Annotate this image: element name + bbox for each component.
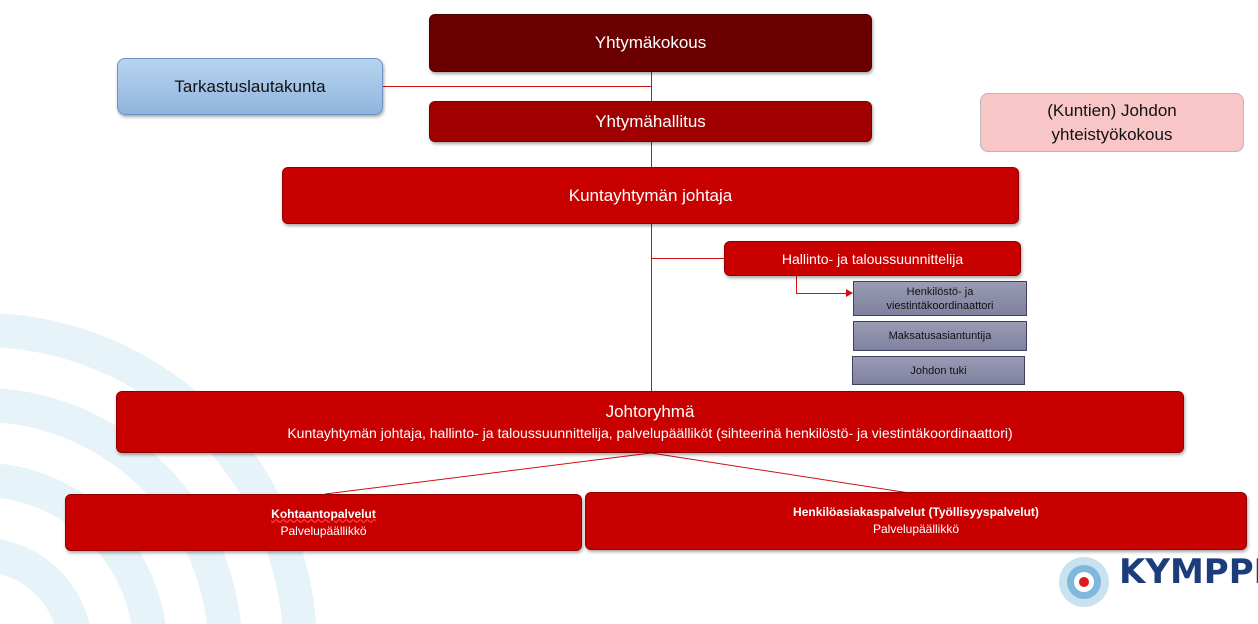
connector-planner [651,258,724,259]
kymppi-logo: KYMPPI [1119,552,1258,592]
arrow-head-icon [846,289,853,297]
connector-to-kohtaanto [324,452,652,495]
johtoryhma-members: Kuntayhtymän johtaja, hallinto- ja talou… [287,425,1013,441]
kohtaanto-role: Palvelupäällikkö [280,523,367,538]
node-johdon-yhteistyokokous: (Kuntien) Johdon yhteistyökokous [980,93,1244,152]
node-henkiloasiakaspalvelut: Henkilöasiakaspalvelut (Työllisyyspalvel… [585,492,1247,550]
node-johdon-tuki: Johdon tuki [852,356,1025,385]
node-yhtymahallitus: Yhtymähallitus [429,101,872,142]
connector-planner-down [796,276,797,293]
node-maksatusasiantuntija: Maksatusasiantuntija [853,321,1027,351]
johtoryhma-title: Johtoryhmä [605,402,695,421]
connector-audit [383,86,651,87]
connector-to-henkiloasiakas [650,452,917,495]
node-tarkastuslautakunta: Tarkastuslautakunta [117,58,383,115]
henkiloasiakas-title: Henkilöasiakaspalvelut (Työllisyyspalvel… [793,505,1039,519]
kohtaanto-title: Kohtaantopalvelut [271,506,376,521]
target-circle-icon [1059,557,1109,607]
node-hallinto-taloussuunnittelija: Hallinto- ja taloussuunnittelija [724,241,1021,276]
henkiloasiakas-role: Palvelupäällikkö [872,522,960,536]
connector-planner-right [796,293,846,294]
node-johtoryhma: Johtoryhmä Kuntayhtymän johtaja, hallint… [116,391,1184,453]
node-kohtaantopalvelut: Kohtaantopalvelut Palvelupäällikkö [65,494,582,551]
node-yhtymakokous: Yhtymäkokous [429,14,872,72]
node-henkilosto-viestinta: Henkilöstö- ja viestintäkoordinaattori [853,281,1027,316]
connector-main-vertical [651,72,652,392]
node-kuntayhtyman-johtaja: Kuntayhtymän johtaja [282,167,1019,224]
